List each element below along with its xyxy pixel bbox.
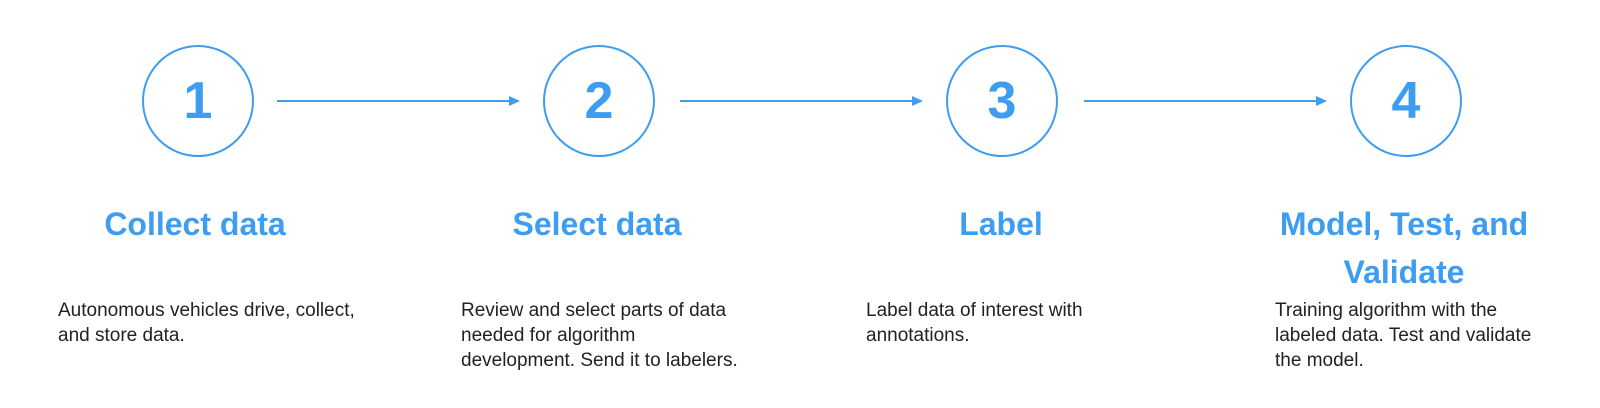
step-2-number: 2 <box>584 72 614 130</box>
step-1-description: Autonomous vehicles drive, collect, and … <box>58 300 355 346</box>
step-2-description: Review and select parts of data needed f… <box>461 300 738 371</box>
step-1-number: 1 <box>183 72 213 130</box>
step-3-number: 3 <box>987 72 1017 130</box>
step-4-circle: 4 <box>1350 45 1462 157</box>
step-3-description: Label data of interest with annotations. <box>866 300 1083 346</box>
arrow-right-icon <box>277 96 520 106</box>
arrow-2-to-3 <box>680 93 924 109</box>
arrow-right-icon <box>1084 96 1327 106</box>
step-1-title: Collect data <box>104 206 286 242</box>
step-2-circle: 2 <box>543 45 655 157</box>
step-4-number: 4 <box>1391 72 1421 130</box>
arrow-right-icon <box>680 96 923 106</box>
arrow-3-to-4 <box>1084 93 1328 109</box>
arrow-1-to-2 <box>277 93 521 109</box>
step-3-title: Label <box>959 206 1043 242</box>
step-2-title: Select data <box>512 206 682 242</box>
step-4-description: Training algorithm with the labeled data… <box>1275 300 1532 371</box>
step-4-title: Model, Test, and Validate <box>1279 206 1529 290</box>
step-3-circle: 3 <box>946 45 1058 157</box>
step-1-circle: 1 <box>142 45 254 157</box>
